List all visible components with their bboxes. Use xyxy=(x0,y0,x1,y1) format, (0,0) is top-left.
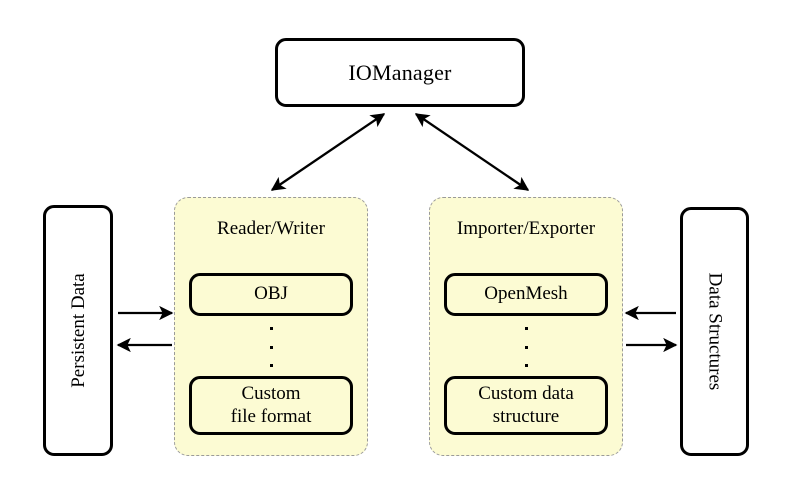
io-manager-label: IOManager xyxy=(348,59,452,85)
dot-icon xyxy=(524,364,528,367)
io-manager-node[interactable]: IOManager xyxy=(275,38,525,107)
panel-importer-exporter[interactable]: Importer/Exporter OpenMesh Custom data s… xyxy=(429,197,623,456)
item-obj-line-1: OBJ xyxy=(254,283,288,305)
dot-icon xyxy=(269,345,273,349)
reader-writer-ellipsis-icon xyxy=(175,327,367,367)
item-custom-data-structure[interactable]: Custom data structure xyxy=(444,376,608,435)
dot-icon xyxy=(524,345,528,349)
item-custom-file-format-line-1: Custom xyxy=(241,383,301,405)
arrow-manager-readerwriter xyxy=(270,113,386,191)
persistent-data-label: Persistent Data xyxy=(67,273,89,388)
panel-importer-exporter-title: Importer/Exporter xyxy=(456,218,596,239)
data-structures-label: Data Structures xyxy=(704,272,725,391)
item-custom-data-structure-line-1: Custom data xyxy=(478,383,574,405)
panel-reader-writer-title: Reader/Writer xyxy=(217,218,325,239)
dot-icon xyxy=(524,327,528,330)
dot-icon xyxy=(269,327,273,330)
item-openmesh[interactable]: OpenMesh xyxy=(444,273,608,316)
item-custom-data-structure-line-2: structure xyxy=(492,405,560,427)
data-structures-node[interactable]: Data Structures xyxy=(680,207,749,456)
item-custom-file-format[interactable]: Custom file format xyxy=(189,376,353,435)
item-obj[interactable]: OBJ xyxy=(189,273,353,316)
importer-exporter-ellipsis-icon xyxy=(430,327,622,367)
panel-reader-writer[interactable]: Reader/Writer OBJ Custom file format xyxy=(174,197,368,456)
item-custom-file-format-line-2: file format xyxy=(230,405,312,427)
arrow-manager-importerexporter xyxy=(414,113,530,191)
item-openmesh-line-1: OpenMesh xyxy=(484,283,568,305)
dot-icon xyxy=(269,364,273,367)
persistent-data-node[interactable]: Persistent Data xyxy=(43,205,113,456)
